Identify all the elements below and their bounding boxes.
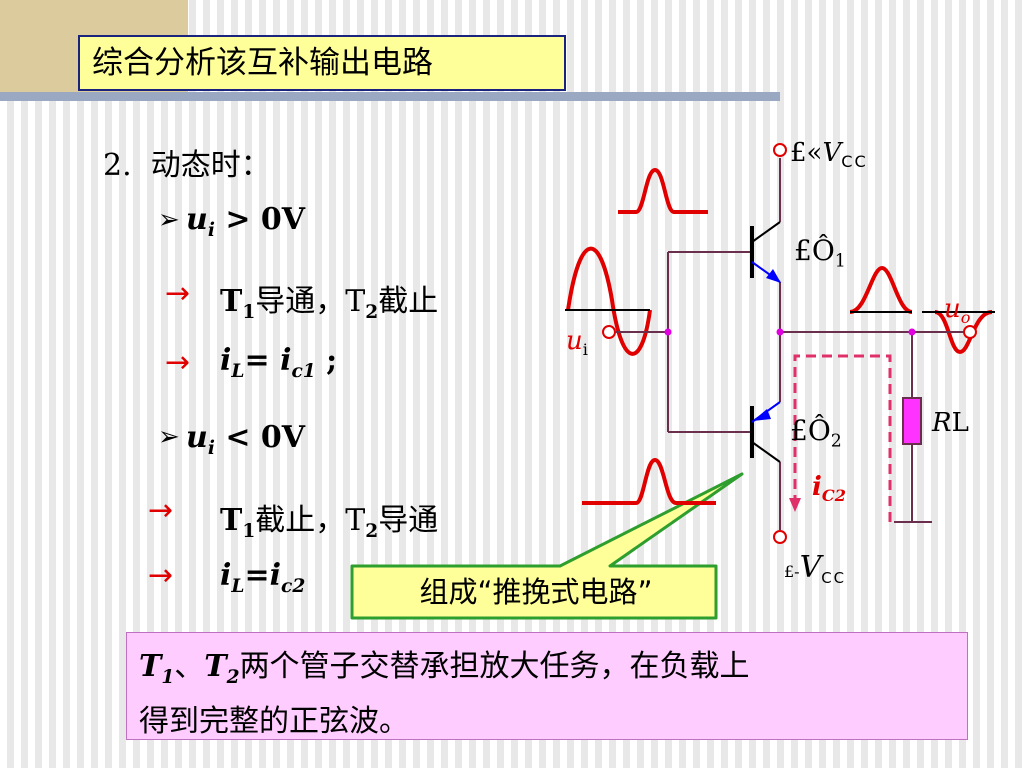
t2-label: £Ô2 <box>790 414 842 452</box>
red-arrow-icon: → <box>148 558 174 593</box>
vcc-positive-label: £«VCC <box>790 138 868 172</box>
note-line-2: 得到完整的正弦波。 <box>139 704 409 739</box>
section-heading: 2. 动态时： <box>103 140 271 184</box>
title-underline-bar <box>0 92 780 101</box>
ic2-current-label: iC2 <box>812 472 846 506</box>
lower-half-wave <box>582 457 716 505</box>
red-arrow-icon: → <box>165 276 191 311</box>
bullet-arrow-icon: ➢ <box>158 422 180 452</box>
case2-condition: ui < 0V <box>186 420 306 459</box>
junction-dot <box>776 328 784 336</box>
red-arrow-icon: → <box>165 345 191 380</box>
bullet-arrow-icon: ➢ <box>158 205 180 235</box>
callout-push-pull-text: 组成“推挽式电路” <box>419 575 653 609</box>
case1-condition: ui > 0V <box>186 202 306 241</box>
input-sine-wave <box>566 246 652 356</box>
junction-dot <box>664 328 672 336</box>
t1-label: £Ô1 <box>794 234 846 272</box>
callout-bubble <box>350 472 744 620</box>
output-terminal <box>963 325 977 339</box>
load-resistor-rl <box>902 397 922 445</box>
output-positive-half-wave <box>849 265 913 314</box>
case2-transistor-state: T1截止，T2导通 <box>220 503 439 542</box>
junction-dot <box>908 328 916 336</box>
vcc-negative-label: £-VCC <box>784 550 847 587</box>
vcc-negative-terminal <box>773 530 787 544</box>
heading-text: 动态时： <box>150 148 271 183</box>
ic2-current-path <box>793 354 892 522</box>
current-arrow-icon <box>789 498 801 512</box>
slide-title: 综合分析该互补输出电路 <box>78 35 566 91</box>
summary-note: T1、T2两个管子交替承担放大任务，在负载上 得到完整的正弦波。 <box>126 632 968 740</box>
transistor-t2-symbol <box>750 401 781 463</box>
heading-number: 2. <box>103 148 132 183</box>
case2-current-relation: iL=ic2 <box>220 558 306 597</box>
input-voltage-label: ui <box>566 326 588 360</box>
case1-transistor-state: T1导通，T2截止 <box>220 284 439 323</box>
input-terminal <box>602 325 616 339</box>
case1-current-relation: iL= ic1 ; <box>220 343 338 382</box>
output-negative-half-wave <box>934 310 993 355</box>
transistor-t1-symbol <box>750 221 781 283</box>
upper-half-wave <box>618 167 708 214</box>
red-arrow-icon: → <box>148 493 174 528</box>
rl-label: RL <box>932 408 969 438</box>
output-voltage-label: uo <box>944 294 971 328</box>
note-line-1: T1、T2两个管子交替承担放大任务，在负载上 <box>139 649 750 688</box>
vcc-positive-terminal <box>773 143 787 157</box>
circuit-wires <box>616 158 965 530</box>
